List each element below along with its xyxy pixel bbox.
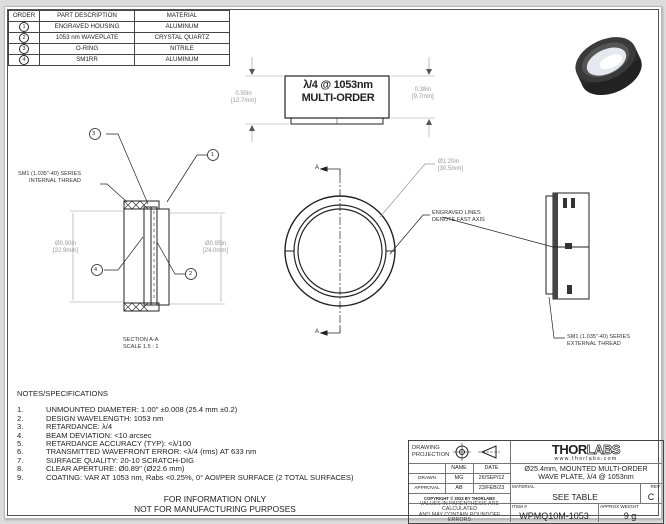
logo-outline: LABS [586,441,621,457]
dim-height-in: 0.50in [235,91,252,97]
rev-value: C [647,491,655,502]
notes-section: NOTES/SPECIFICATIONS 1.UNMOUNTED DIAMETE… [17,389,354,482]
drawing-geometry [70,37,642,339]
internal-thread-label-line2: INTERNAL THREAD [29,177,81,184]
section-marker-top: A [315,165,320,171]
drawn-date: 26/SEP/12 [473,473,511,484]
section-view [70,128,225,312]
engraving-line2: MULTI-ORDER [301,92,375,104]
logo-bold: THOR [551,441,587,457]
website: www.thorlabs.com [554,455,618,462]
thorlabs-logo: THORLABS www.thorlabs.com [510,441,662,464]
fast-axis-note-line1: ENGRAVED LINES [432,210,481,216]
dim-body-mm: [9.7mm] [412,94,434,100]
note-item: 3.RETARDANCE: λ/4 [17,422,113,432]
drawn-name: MG [445,473,474,484]
weight-cell: APPROX WEIGHT 9 g [598,503,662,522]
note-item: 5.RETARDANCE ACCURACY (TYP): <λ/100 [17,439,192,449]
weight-label: APPROX WEIGHT [600,504,639,509]
item-label: ITEM # [512,504,527,509]
dim-inner-mm: [22.9mm] [53,248,79,254]
balloon-1: 1 [211,152,215,158]
disclaimer: FOR INFORMATION ONLY NOT FOR MANUFACTURI… [115,494,315,514]
approval-label: APPROVAL [409,483,446,494]
part-material: ALUMINUM [134,53,230,66]
approval-date: 23/FEB/23 [473,483,511,494]
balloon-4: 4 [94,267,98,273]
side-view [441,192,590,339]
engraving-line1: λ/4 @ 1053nm [303,79,373,91]
external-thread-label-line2: EXTERNAL THREAD [567,340,621,347]
name-header: NAME [445,463,474,474]
rev-label: REV [650,484,660,489]
front-view [284,163,435,336]
item-cell: ITEM # WPMQ10M-1053 [510,503,599,522]
note-item: 4.BEAM DEVIATION: <10 arcsec [17,430,152,440]
fast-axis-note-line2: DENOTE FAST AXIS [432,216,485,223]
material-cell: MATERIAL SEE TABLE [510,483,641,504]
dim-height-mm: [12.7mm] [231,98,257,104]
weight-value: 9 g [623,510,637,521]
balloon-2: 2 [189,271,193,277]
dim-od-mm: [30.5mm] [438,166,464,172]
isometric-render [575,37,642,96]
dim-inner-in: Ø0.90in [55,241,77,247]
material-value: SEE TABLE [552,492,598,502]
note-item: 8.CLEAR APERTURE: Ø0.89" (Ø22.6 mm) [17,464,185,474]
dim-body-in: 0.38in [414,87,432,93]
rev-cell: REV C [640,483,662,504]
note-item: 7.SURFACE QUALITY: 20-10 SCRATCH-DIG [17,455,194,465]
note-item: 6.TRANSMITTED WAVEFRONT ERROR: <λ/4 (rms… [17,447,257,457]
note-item: 1.UNMOUNTED DIAMETER: 1.00" ±0.008 (25.4… [17,405,238,415]
disclaimer-line1: FOR INFORMATION ONLY [163,494,267,504]
dim-outer-mm: [24.0mm] [203,248,229,254]
dim-outer-in: Ø0.95in [205,241,227,247]
disclaimer-line2: NOT FOR MANUFACTURING PURPOSES [134,504,296,514]
internal-thread-label-line1: SM1 (1.035"-40) SERIES [18,171,81,177]
projection-label: DRAWING PROJECTION [412,445,450,458]
note-item: 9.COATING: VAR AT 1053 nm, Rabs <0.25%, … [17,472,354,482]
title-block: DRAWING PROJECTION NAME DATE DRAWN MG 26… [408,440,664,524]
material-label: MATERIAL [512,484,535,489]
external-thread-label-line1: SM1 (1.035"-40) SERIES [567,334,630,340]
date-header: DATE [473,463,511,474]
balloon: 2 [19,32,29,43]
values-note: VALUES IN PARENTHESIS ARE CALCULATED AND… [409,501,511,523]
product-description: Ø25.4mm, MOUNTED MULTI-ORDER WAVE PLATE,… [510,463,662,484]
section-scale: SCALE 1.5 : 1 [123,343,159,350]
balloon: 4 [19,54,29,65]
balloon: 3 [19,43,29,54]
balloon: 1 [19,21,29,32]
note-item: 2.DESIGN WAVELENGTH: 1053 nm [17,413,164,423]
top-view [245,57,435,142]
balloon-3: 3 [92,131,96,137]
section-caption: SECTION A-A [123,337,159,343]
dim-od-in: Ø1.20in [438,159,460,165]
approval-name: AB [445,483,474,494]
section-marker-bottom: A [315,329,320,335]
notes-title: NOTES/SPECIFICATIONS [17,389,108,398]
copyright: COPYRIGHT © 2023 BY THORLABS [409,493,511,504]
drawn-label: DRAWN [409,473,446,484]
drawing-frame [7,9,659,516]
item-value: WPMQ10M-1053 [519,510,589,521]
third-angle-projection-icon [453,443,500,461]
